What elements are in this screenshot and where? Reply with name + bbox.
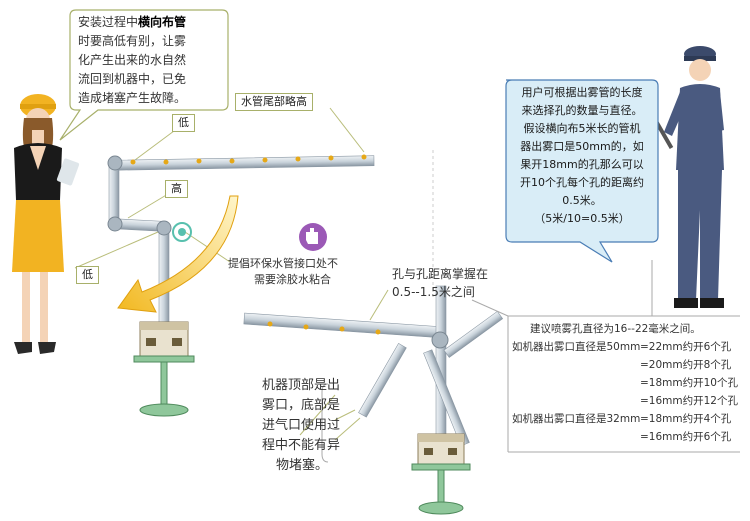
spec-row-left — [512, 428, 640, 446]
spec-row-right: =16mm约开6个孔 — [640, 431, 732, 443]
install-tip-text: 安装过程中横向布管 时要高低有别，让雾 化产生出来的水自然 流回到机器中，已免 … — [78, 13, 224, 108]
left-machine — [133, 321, 195, 417]
tail-high-label: 水管尾部略高 — [235, 93, 313, 111]
low-top-label: 低 — [172, 114, 195, 132]
machine-note-line: 物堵塞。 — [276, 458, 329, 473]
male-worker-figure — [654, 46, 724, 308]
low-bottom-label: 低 — [76, 266, 99, 284]
spec-row-right: =18mm约开4个孔 — [640, 413, 732, 425]
install-callout-bubble — [59, 9, 229, 141]
spec-row-left — [512, 392, 640, 410]
user-tip-line: 假设横向布5米长的管机 — [523, 122, 641, 135]
glue-note: 提倡环保水管接口处不 需要涂胶水粘合 — [228, 256, 338, 288]
user-tip-line: 用户可根据出雾管的长度 — [521, 86, 643, 99]
machine-note-line: 程中不能有异 — [262, 438, 341, 453]
female-worker-figure — [12, 94, 80, 354]
spec-row-right: =18mm约开10个孔 — [640, 377, 738, 389]
flow-direction-arrow — [117, 195, 239, 313]
install-tip-bold: 横向布管 — [138, 15, 187, 29]
glue-joint-icon — [172, 222, 192, 242]
spec-table: 建议喷雾孔直径为16--22毫米之间。 如机器出雾口直径是50mm=22mm约开… — [512, 320, 746, 446]
right-pipe-system — [243, 285, 504, 447]
machine-note-line: 机器顶部是出 — [262, 378, 341, 393]
wrench-icon — [654, 121, 674, 149]
user-tip-text: 用户可根据出雾管的长度 来选择孔的数量与直径。 假设横向布5米长的管机 器出雾口… — [508, 84, 656, 228]
install-tip-line: 造成堵塞产生故障。 — [78, 91, 187, 105]
user-tip-line: 开10个孔每个孔的距离约 — [520, 176, 644, 189]
user-tip-line: （5米/10=0.5米） — [534, 212, 630, 225]
user-tip-line: 果开18mm的孔那么可以 — [520, 158, 644, 171]
spec-row-left — [512, 374, 640, 392]
install-tip-line1: 安装过程中横向布管 — [78, 13, 224, 32]
hole-spacing-line1: 孔与孔距离掌握在 — [392, 267, 489, 281]
spec-row-right: =22mm约开6个孔 — [640, 341, 732, 353]
spec-bracket — [471, 260, 740, 453]
right-machine — [411, 433, 471, 515]
user-tip-line: 器出雾口是50mm的，如 — [520, 140, 644, 153]
spec-row: 如机器出雾口直径是50mm=22mm约开6个孔 — [512, 338, 746, 356]
spec-row-left: 如机器出雾口直径是50mm — [512, 341, 641, 353]
spec-row: =16mm约开12个孔 — [512, 392, 746, 410]
install-tip-prefix: 安装过程中 — [78, 15, 139, 29]
install-tip-line: 时要高低有别，让雾 — [78, 34, 187, 48]
machine-note-line: 雾口，底部是 — [262, 398, 341, 413]
spec-table-header: 建议喷雾孔直径为16--22毫米之间。 — [530, 323, 701, 335]
glue-note-line2: 需要涂胶水粘合 — [254, 273, 331, 286]
hole-spacing-note: 孔与孔距离掌握在 0.5--1.5米之间 — [392, 265, 488, 301]
spec-row-right: =16mm约开12个孔 — [640, 395, 738, 407]
spec-row: 如机器出雾口直径是32mm=18mm约开4个孔 — [512, 410, 746, 428]
spec-row-left: 如机器出雾口直径是32mm — [512, 413, 641, 425]
spec-row: =18mm约开10个孔 — [512, 374, 746, 392]
machine-note: 机器顶部是出 雾口，底部是 进气口使用过 程中不能有异 物堵塞。 — [262, 376, 340, 476]
spec-row-left — [512, 356, 640, 374]
user-tip-line: 来选择孔的数量与直径。 — [521, 104, 643, 117]
spec-row: =16mm约开6个孔 — [512, 428, 746, 446]
high-label: 高 — [165, 180, 188, 198]
install-tip-line: 化产生出来的水自然 — [78, 53, 187, 67]
install-tip-line: 流回到机器中，已免 — [78, 72, 187, 86]
machine-note-line: 进气口使用过 — [262, 418, 341, 433]
glue-note-line1: 提倡环保水管接口处不 — [228, 257, 338, 270]
spec-row-right: =20mm约开8个孔 — [640, 359, 732, 371]
spec-row: =20mm约开8个孔 — [512, 356, 746, 374]
user-tip-bubble — [505, 79, 659, 263]
hole-spacing-line2: 0.5--1.5米之间 — [392, 285, 475, 299]
user-tip-line: 0.5米。 — [562, 194, 602, 207]
